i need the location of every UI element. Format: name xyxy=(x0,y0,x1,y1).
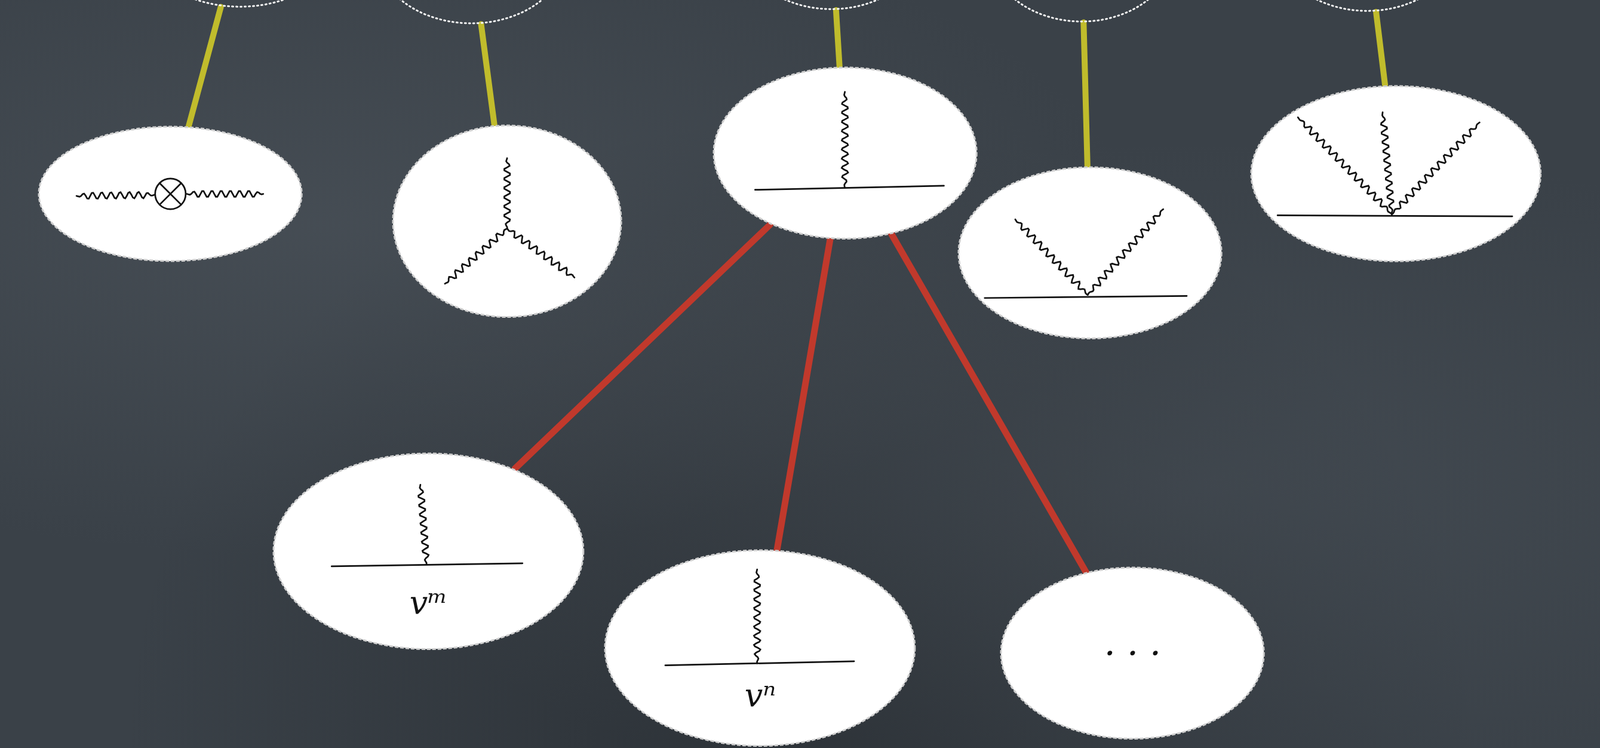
bubble-outline xyxy=(137,0,343,9)
diagram-bubble xyxy=(712,66,978,240)
bubble-outline xyxy=(374,0,569,25)
gluon-line xyxy=(507,228,575,278)
gluon-line xyxy=(753,569,761,663)
parent-link xyxy=(1376,11,1385,85)
bubble-ellipse xyxy=(713,67,977,239)
dotted-bubble xyxy=(137,0,343,9)
diagram-bubble xyxy=(1250,84,1543,263)
bubble-ellipse xyxy=(392,125,622,318)
gluon-line xyxy=(1087,209,1163,295)
term-label: · · · xyxy=(1104,632,1162,674)
gluon-line xyxy=(1391,122,1480,215)
bubble-outline xyxy=(1273,0,1461,13)
insertion-cross xyxy=(159,182,181,205)
source-line xyxy=(984,295,1187,298)
bubble-ellipse xyxy=(1251,86,1541,261)
bubble-ellipse xyxy=(738,0,924,9)
source-line xyxy=(331,563,522,567)
parent-link xyxy=(188,7,221,127)
gluon-line xyxy=(1015,219,1088,295)
gluon-line xyxy=(444,228,508,284)
bubble-outline xyxy=(737,0,926,11)
dotted-bubble xyxy=(374,0,569,25)
bubble-outline xyxy=(987,0,1176,23)
gluon-line xyxy=(841,91,849,189)
bubble-ellipse xyxy=(989,0,1175,22)
bubble-outline xyxy=(1250,84,1543,263)
bubble-ellipse xyxy=(375,0,568,24)
parent-link xyxy=(836,10,840,67)
bubble-outline xyxy=(37,125,303,263)
bubble-outline xyxy=(391,124,623,319)
expansion-link xyxy=(777,239,831,551)
diagram-bubble: vⁿ xyxy=(603,548,917,747)
parent-link xyxy=(481,23,495,125)
dotted-bubble xyxy=(737,0,926,11)
gluon-line xyxy=(1297,117,1392,214)
insertion-symbol xyxy=(155,178,186,210)
dotted-bubble xyxy=(987,0,1176,23)
gluon-line xyxy=(1380,112,1394,215)
bubble-ellipse xyxy=(1000,567,1264,739)
diagram-bubble: · · · xyxy=(999,566,1265,740)
source-line xyxy=(1277,215,1513,217)
term-label: vⁿ xyxy=(744,676,776,714)
bubble-outline xyxy=(712,66,978,240)
bubble-ellipse xyxy=(605,550,915,746)
bubble-ellipse xyxy=(139,0,342,8)
gluon-line xyxy=(504,158,510,229)
term-label: vᵐ xyxy=(409,584,448,622)
source-line xyxy=(754,185,944,190)
bubble-ellipse xyxy=(38,126,302,261)
parent-link xyxy=(1083,22,1087,167)
bubble-outline xyxy=(603,548,917,747)
bubble-ellipse xyxy=(273,453,584,649)
source-line xyxy=(665,661,855,666)
dotted-bubble xyxy=(1273,0,1461,13)
bubble-outline xyxy=(957,166,1223,340)
bubble-ellipse xyxy=(1274,0,1460,11)
diagram-bubble xyxy=(37,125,303,263)
gluon-line xyxy=(418,484,429,564)
diagram-bubble xyxy=(957,166,1223,340)
gluon-line xyxy=(186,191,264,197)
diagram-bubble xyxy=(391,124,623,319)
bubble-ellipse xyxy=(958,167,1222,339)
diagram-bubble: vᵐ xyxy=(272,452,585,650)
gluon-line xyxy=(76,191,155,199)
